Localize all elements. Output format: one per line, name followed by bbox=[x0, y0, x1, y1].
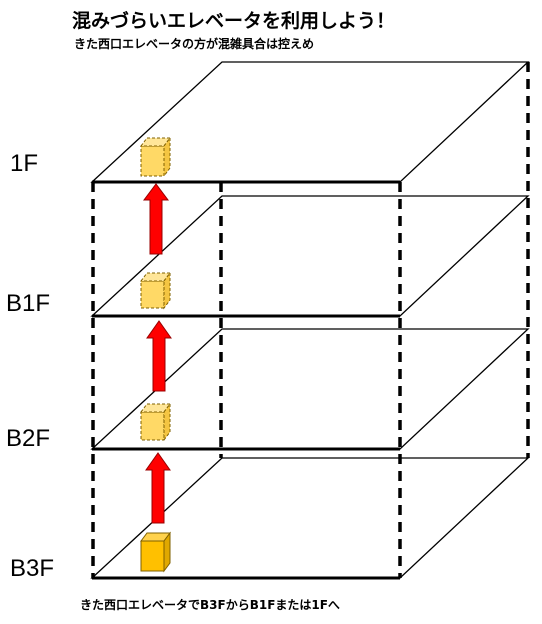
floor-label-b2f: B2F bbox=[6, 425, 51, 452]
box-b3f bbox=[140, 531, 171, 573]
floor-label-b3f: B3F bbox=[10, 555, 55, 582]
up-arrow-b3f-to-b2f bbox=[145, 452, 171, 524]
page-subtitle: きた西口エレベータの方が混雑具合は控えめ bbox=[74, 37, 315, 51]
box-b2f bbox=[140, 402, 171, 442]
floor-label-b1f: B1F bbox=[6, 290, 51, 317]
up-arrow-b2f-to-b1f bbox=[146, 320, 172, 392]
up-arrow-b1f-to-1f bbox=[143, 183, 169, 255]
box-1f bbox=[140, 136, 171, 178]
route-caption: きた西口エレベータでB3FからB1Fまたは1Fへ bbox=[80, 598, 340, 612]
floor-label-1f: 1F bbox=[10, 150, 39, 177]
page-title: 混みづらいエレベータを利用しよう！ bbox=[72, 10, 396, 32]
box-b1f bbox=[140, 271, 171, 310]
